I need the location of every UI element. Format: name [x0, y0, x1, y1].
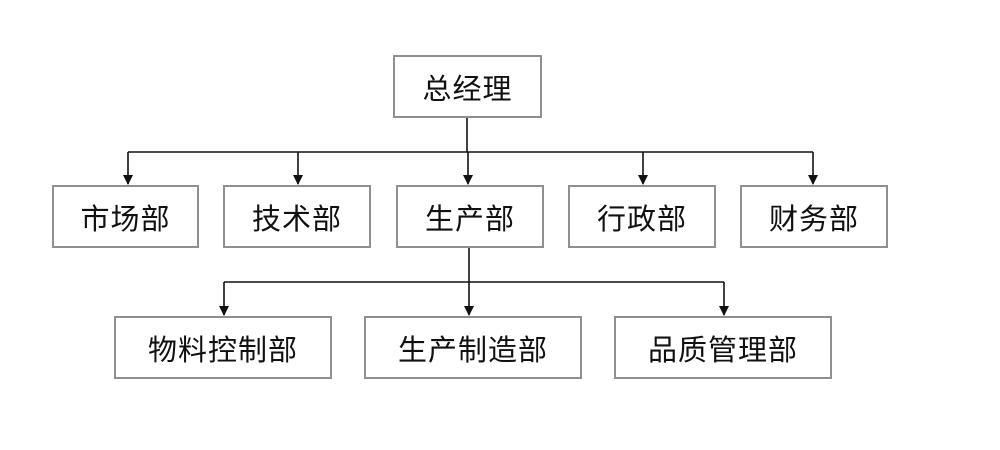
- node-admin-dept: 行政部: [568, 185, 716, 248]
- node-market-dept: 市场部: [52, 185, 199, 248]
- node-label: 总经理: [422, 71, 513, 106]
- node-label: 市场部: [80, 201, 171, 236]
- node-material-control-dept: 物料控制部: [114, 316, 332, 379]
- node-label: 生产制造部: [397, 332, 548, 367]
- node-label: 财务部: [768, 201, 859, 236]
- node-finance-dept: 财务部: [740, 185, 888, 248]
- node-quality-management-dept: 品质管理部: [614, 316, 832, 379]
- node-label: 物料控制部: [147, 332, 298, 367]
- node-label: 行政部: [596, 201, 687, 236]
- node-production-dept: 生产部: [396, 185, 544, 248]
- node-general-manager: 总经理: [393, 55, 542, 118]
- node-label: 技术部: [251, 201, 342, 236]
- node-manufacturing-dept: 生产制造部: [364, 316, 582, 379]
- node-label: 品质管理部: [647, 332, 798, 367]
- node-label: 生产部: [424, 201, 515, 236]
- node-tech-dept: 技术部: [223, 185, 371, 248]
